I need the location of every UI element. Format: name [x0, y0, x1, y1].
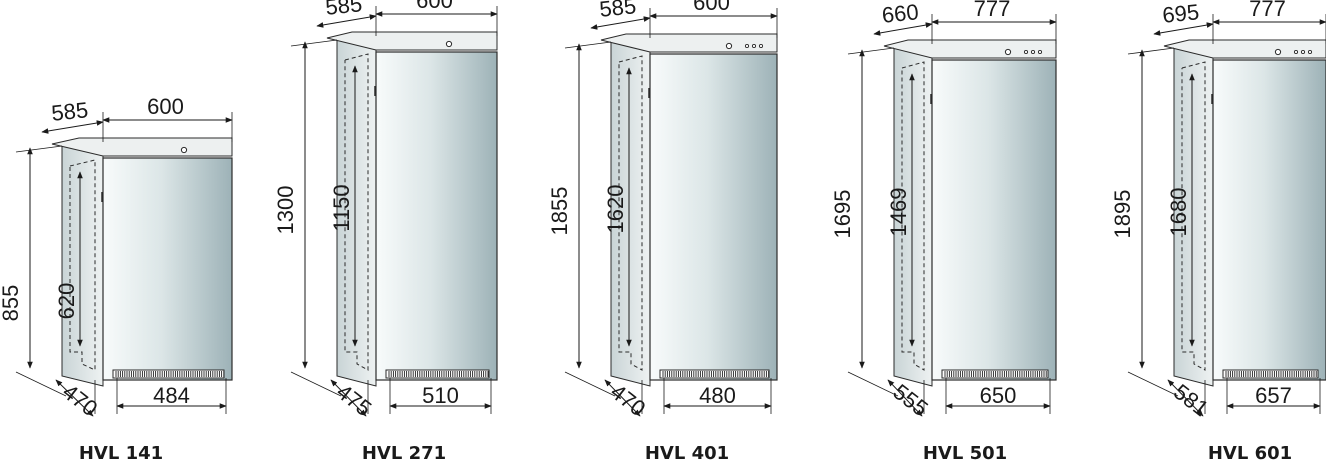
- inner-volume-outline: [901, 61, 925, 371]
- inner-depth-dimension-line: [330, 379, 367, 417]
- control-knob-icon: [180, 146, 188, 154]
- cabinet-side: [61, 145, 104, 387]
- indicator-led-icon: [751, 43, 757, 49]
- outer-height-dimension-label: 1855: [547, 187, 572, 236]
- control-knob-icon: [725, 42, 733, 50]
- inner-height-dimension-label: 620: [54, 283, 79, 320]
- inner-depth-dimension-line: [55, 379, 94, 417]
- depth-dimension-line: [1153, 22, 1214, 36]
- control-knob-icon: [445, 40, 453, 48]
- inner-depth-dimension-line: [1167, 379, 1204, 417]
- model-label: HVL 601: [1208, 443, 1292, 464]
- indicator-led-icon: [744, 43, 750, 49]
- inner-volume-outline: [344, 53, 369, 371]
- inner-depth-dimension-label: 470: [606, 379, 650, 421]
- ventilation-grille: [1222, 369, 1319, 379]
- width-dimension-label: 600: [416, 0, 453, 13]
- inner-depth-dimension-label: 475: [332, 379, 376, 421]
- inner-width-dimension-label: 650: [980, 383, 1017, 408]
- inner-depth-dimension-label: 581: [1169, 379, 1213, 421]
- cabinet-top: [326, 31, 498, 51]
- ventilation-grille: [941, 369, 1049, 379]
- door-panel: [102, 157, 233, 381]
- depth-dimension-label: 585: [324, 0, 363, 20]
- cabinet-top: [51, 137, 233, 157]
- inner-height-dimension-label: 1680: [1166, 188, 1191, 237]
- inner-width-dimension-label: 484: [153, 383, 190, 408]
- door-panel: [375, 51, 498, 381]
- inner-height-dimension-label: 1469: [886, 188, 911, 237]
- inner-height-dimension-label: 1620: [603, 185, 628, 234]
- depth-dimension-line: [873, 22, 933, 36]
- width-dimension-label: 600: [693, 0, 730, 15]
- model-label: HVL 501: [923, 443, 1007, 464]
- width-dimension-label: 777: [1249, 0, 1286, 21]
- control-knob-icon: [1004, 48, 1012, 56]
- depth-dimension-label: 695: [1161, 0, 1200, 28]
- model-label: HVL 271: [362, 443, 446, 464]
- indicator-led-icon: [1037, 49, 1043, 55]
- depth-dimension-label: 585: [50, 97, 89, 126]
- inner-depth-dimension-label: 470: [58, 379, 102, 421]
- depth-dimension-label: 660: [881, 0, 920, 28]
- inner-volume-outline: [69, 159, 96, 371]
- depth-dimension-line: [316, 14, 377, 28]
- inner-depth-dimension-line: [887, 379, 923, 417]
- model-label: HVL 141: [79, 443, 163, 464]
- outer-height-dimension-label: 855: [0, 285, 23, 322]
- depth-dimension-line: [590, 16, 651, 30]
- model-label: HVL 401: [645, 443, 729, 464]
- inner-height-dimension-label: 1150: [329, 184, 354, 231]
- indicator-led-icon: [1023, 49, 1029, 55]
- door-panel: [1212, 59, 1326, 381]
- indicator-led-icon: [1300, 49, 1306, 55]
- inner-width-dimension-label: 480: [699, 383, 736, 408]
- inner-depth-dimension-label: 555: [888, 379, 932, 421]
- indicator-led-icon: [1307, 49, 1313, 55]
- inner-width-dimension-label: 510: [422, 383, 459, 408]
- inner-depth-dimension-line: [604, 379, 641, 417]
- outer-height-dimension-label: 1300: [273, 186, 298, 235]
- indicator-led-icon: [758, 43, 764, 49]
- door-panel: [649, 53, 778, 381]
- inner-volume-outline: [1181, 61, 1206, 371]
- width-dimension-label: 777: [974, 0, 1011, 21]
- outer-height-dimension-label: 1695: [830, 190, 855, 239]
- depth-dimension-label: 585: [598, 0, 637, 22]
- width-dimension-label: 600: [147, 94, 184, 119]
- control-knob-icon: [1274, 48, 1282, 56]
- inner-width-dimension-label: 657: [1255, 383, 1292, 408]
- cabinet-top: [883, 39, 1057, 59]
- inner-volume-outline: [618, 55, 643, 371]
- outer-height-dimension-label: 1895: [1110, 190, 1135, 239]
- depth-dimension-line: [41, 120, 104, 134]
- indicator-led-icon: [1293, 49, 1299, 55]
- cabinet-top: [1163, 39, 1326, 59]
- door-panel: [931, 59, 1057, 381]
- cabinet-top: [600, 33, 778, 53]
- indicator-led-icon: [1030, 49, 1036, 55]
